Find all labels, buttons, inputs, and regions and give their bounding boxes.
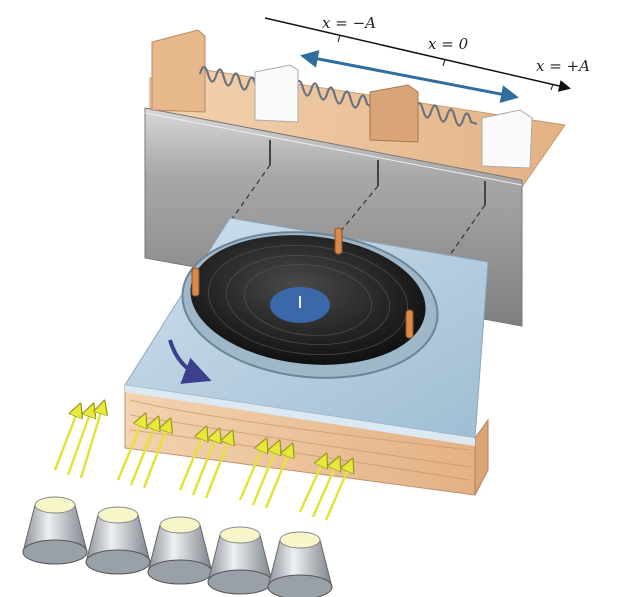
pegs: [191, 227, 414, 339]
lamp: [85, 506, 151, 575]
tick-neg-a: [337, 34, 341, 43]
lamp: [267, 531, 333, 597]
peg: [405, 309, 414, 339]
rotation-arrow: [168, 339, 212, 384]
amplitude-double-arrow: [300, 49, 519, 104]
peg: [191, 267, 200, 297]
fixed-end-block: [151, 29, 206, 113]
mass-block-right: [481, 109, 533, 169]
label-x-zero: x = 0: [428, 35, 469, 53]
lamp: [147, 516, 213, 585]
lamps: [22, 496, 333, 597]
lamp: [207, 526, 273, 595]
mass-block-left: [254, 64, 299, 123]
label-x-pos-a: x = +A: [536, 57, 590, 75]
panel-slots: [269, 140, 486, 205]
label-x-neg-a: x = −A: [322, 14, 376, 32]
peg: [334, 227, 343, 255]
mass-block-center: [369, 84, 419, 143]
springs: [198, 65, 478, 127]
light-rays: [53, 402, 352, 521]
tick-pos-a: [550, 83, 554, 91]
lamp: [22, 496, 88, 565]
